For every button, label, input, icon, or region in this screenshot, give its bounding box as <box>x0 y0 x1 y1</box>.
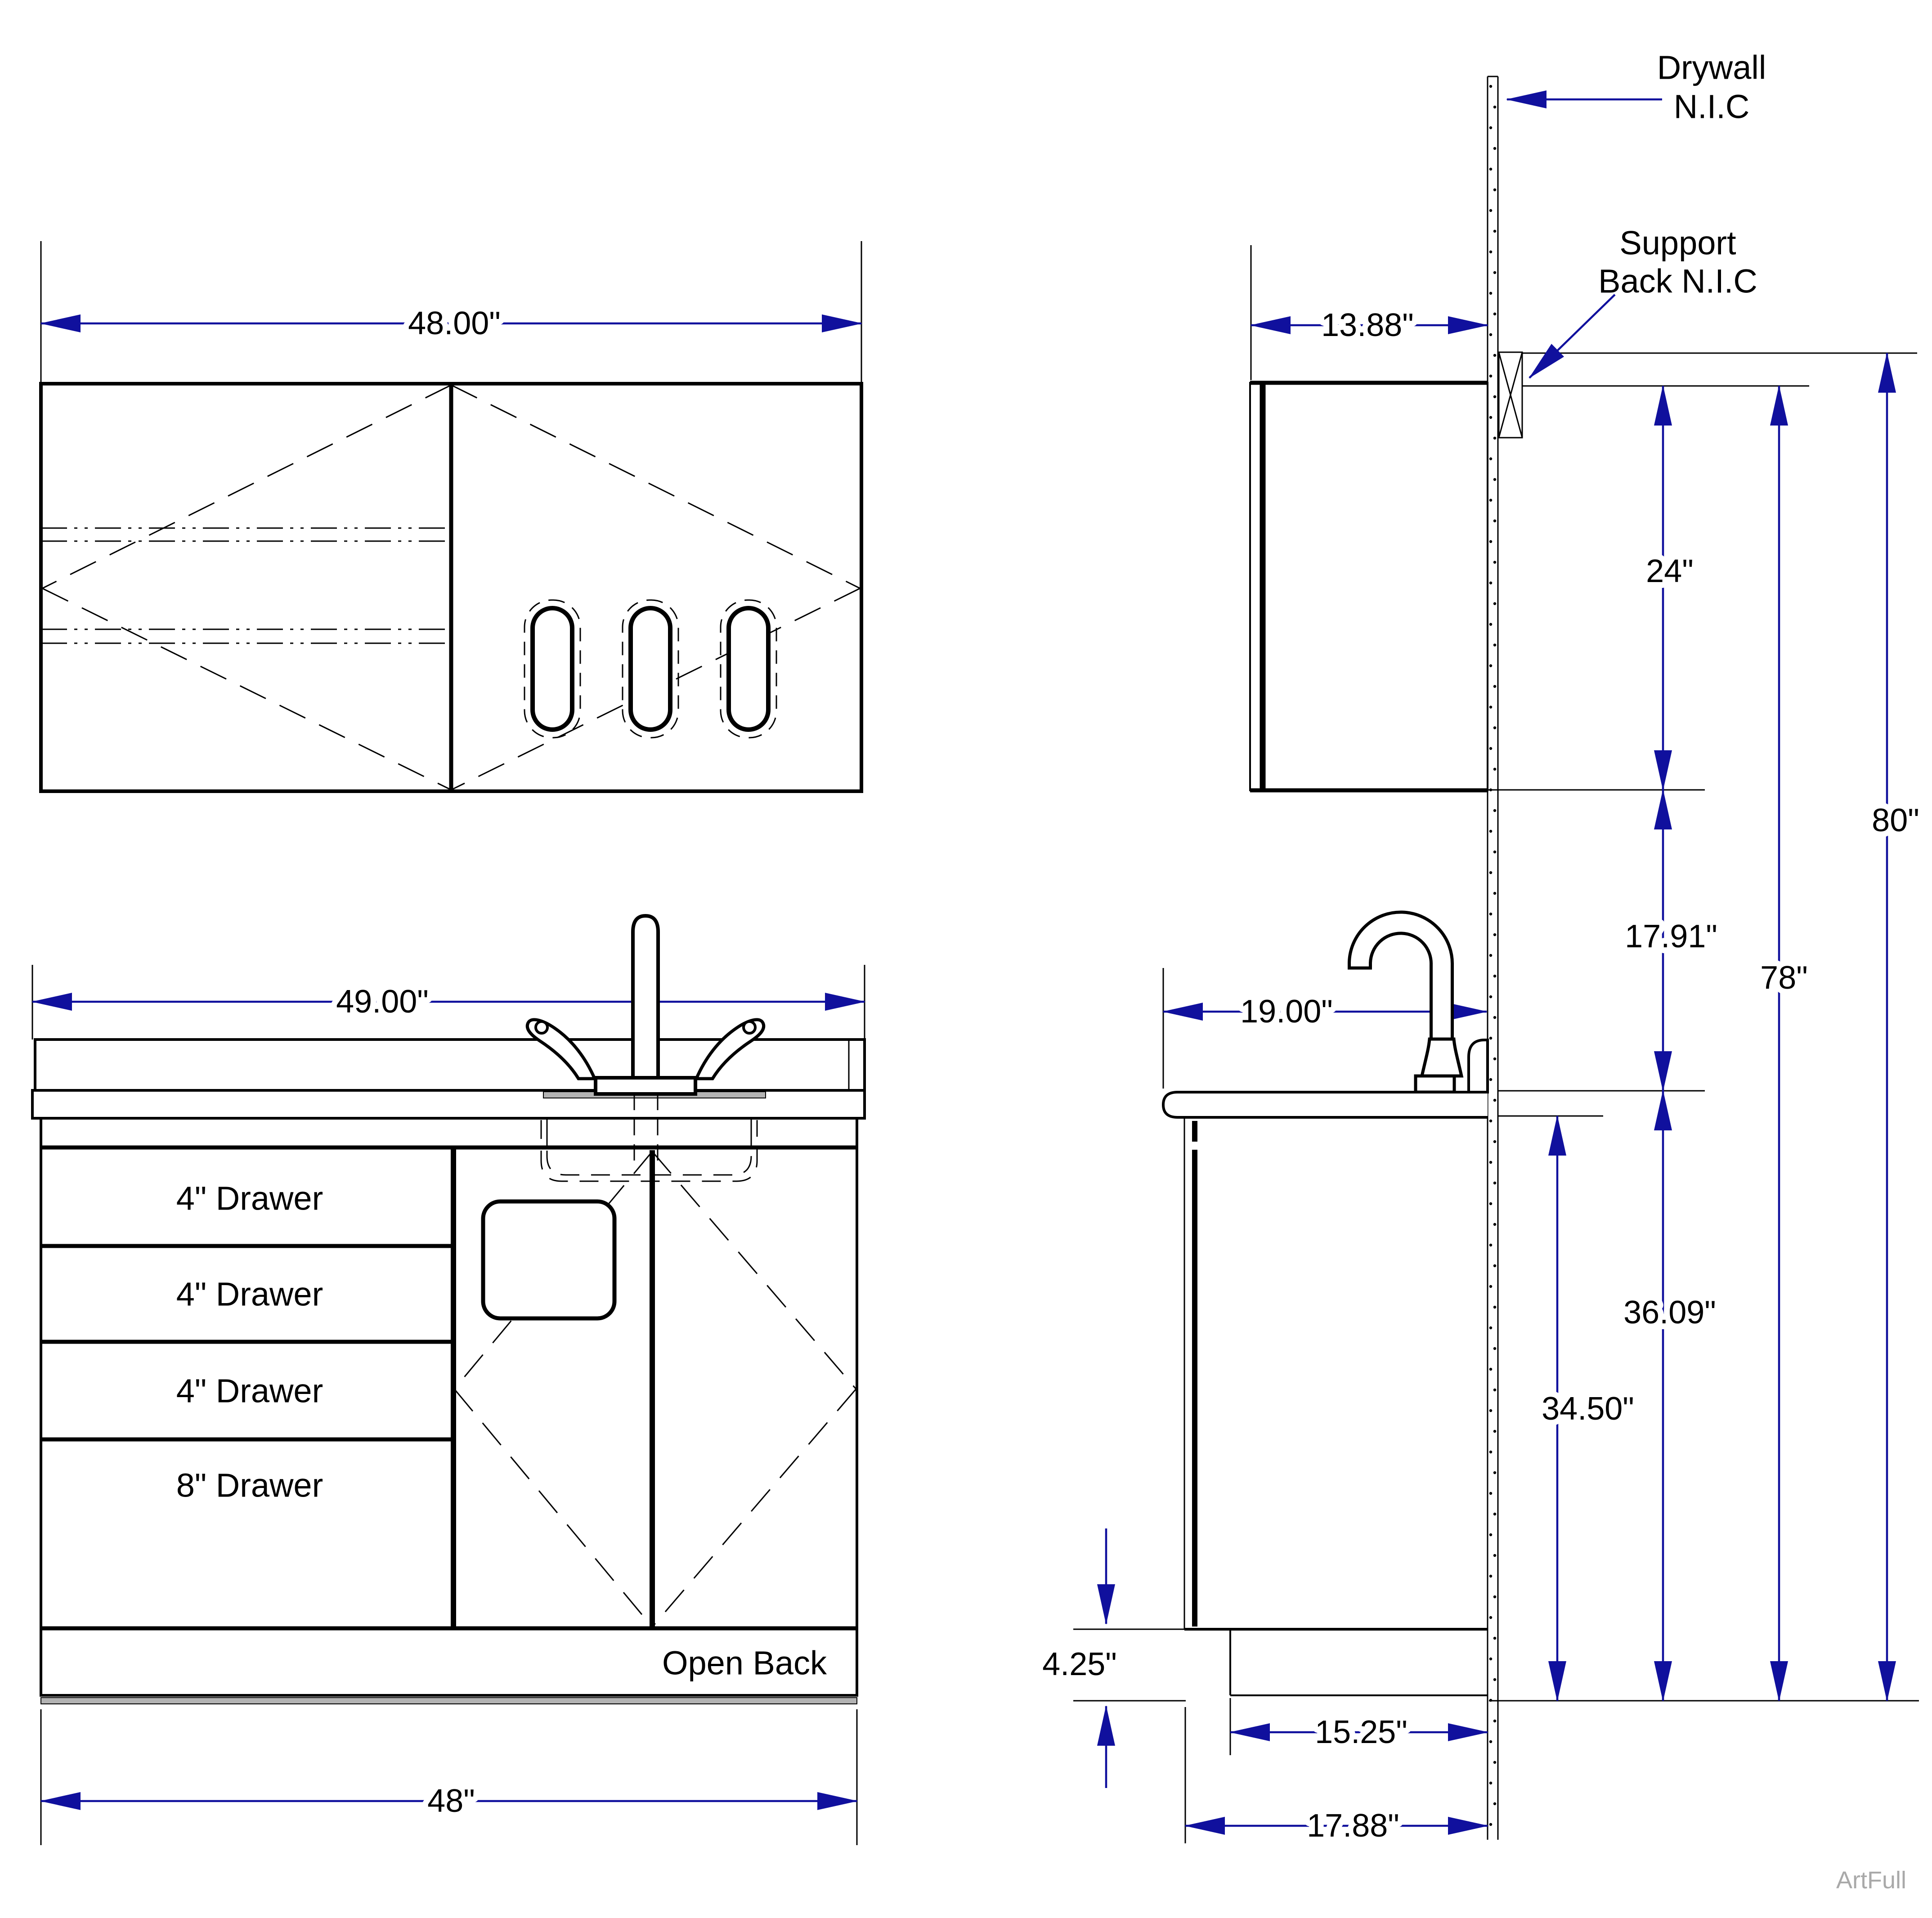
dimension-text-gap: 17.91" <box>1625 919 1717 955</box>
base-cabinet-front-view: 49.00" 4" Drawer 4" Drawer 4" Drawer <box>31 914 866 1845</box>
faucet-front <box>525 914 766 1096</box>
dimension-text-box-height: 34.50" <box>1542 1391 1634 1427</box>
upper-cabinet-side-view: 13.88" 24" 17.91" 78" 80" Drywall N.I.C … <box>1249 45 1925 1840</box>
vent-cutout <box>628 606 672 732</box>
dimension-text-box-depth: 17.88" <box>1307 1808 1399 1844</box>
dimension-text-toe-height: 4.25" <box>1042 1646 1117 1682</box>
vent-cutout <box>530 606 574 732</box>
dimension-text-counter-height: 36.09" <box>1623 1295 1716 1331</box>
base-cabinet-side-view: 19.00" 4.25" 15.25" 17.88" <box>1036 910 1722 1850</box>
drywall-note-line2: N.I.C <box>1674 88 1750 125</box>
faucet-neck <box>1420 1037 1464 1078</box>
drawer-label-3: 4" Drawer <box>176 1372 323 1410</box>
vent-cutouts <box>524 599 777 739</box>
dimension-text-counter-width: 49.00" <box>336 984 429 1020</box>
open-back-label: Open Back <box>662 1645 827 1682</box>
faucet-right-handle <box>694 1018 766 1080</box>
upper-cabinet-front-view: 48.00" <box>39 241 863 793</box>
dimension-text-upper-width: 48.00" <box>408 305 501 341</box>
dimension-text-counter-depth: 19.00" <box>1240 994 1333 1030</box>
reference-lines <box>1488 352 1919 1702</box>
vent-rout-outline <box>524 599 581 739</box>
handle-hole <box>742 1020 757 1035</box>
right-door-swing-lines <box>651 1151 857 1627</box>
faucet-base <box>1414 1074 1456 1094</box>
dimension-text-78: 78" <box>1760 960 1808 996</box>
drywall-note-line1: Drywall <box>1657 49 1766 86</box>
upper-cabinet-side-box <box>1249 382 1488 791</box>
left-door-swing-lines <box>42 384 452 791</box>
drywall <box>1488 76 1498 1840</box>
faucet-base-plate <box>594 1076 697 1096</box>
support-note-line1: Support <box>1619 224 1736 262</box>
countertop-profile <box>1161 1091 1488 1119</box>
toe-kick-strip <box>40 1697 857 1704</box>
handle-hole <box>534 1020 549 1035</box>
faucet-spout <box>631 914 660 1079</box>
dimension-text-80: 80" <box>1872 802 1919 838</box>
vent-rout-outline <box>720 599 777 739</box>
faucet-left-handle <box>525 1018 597 1080</box>
vent-cutout <box>726 606 771 732</box>
dimension-text-cabinet-width: 48" <box>427 1783 475 1819</box>
vent-rout-outline <box>622 599 679 739</box>
dimension-text-toe-depth: 15.25" <box>1315 1714 1408 1750</box>
base-cabinet-box <box>40 1117 858 1697</box>
faucet-side <box>1348 910 1464 1094</box>
drawer-label-2: 4" Drawer <box>176 1276 323 1313</box>
backsplash-profile <box>1467 1039 1489 1093</box>
watermark: ArtFull <box>1836 1867 1906 1894</box>
drawer-label-4: 8" Drawer <box>176 1467 323 1504</box>
gooseneck-inner <box>1351 914 1451 1044</box>
drawer-separators <box>41 1244 453 1442</box>
support-note-line2: Back N.I.C <box>1598 263 1757 300</box>
shelf-hidden-lines <box>41 527 451 644</box>
drawer-label-1: 4" Drawer <box>176 1180 323 1217</box>
dimension-text-upper-depth: 13.88" <box>1321 307 1414 343</box>
dimension-text-upper-height: 24" <box>1646 553 1694 589</box>
support-leader-arrow <box>1529 294 1616 379</box>
door-cutout <box>481 1199 617 1321</box>
support-back-block <box>1498 351 1523 439</box>
